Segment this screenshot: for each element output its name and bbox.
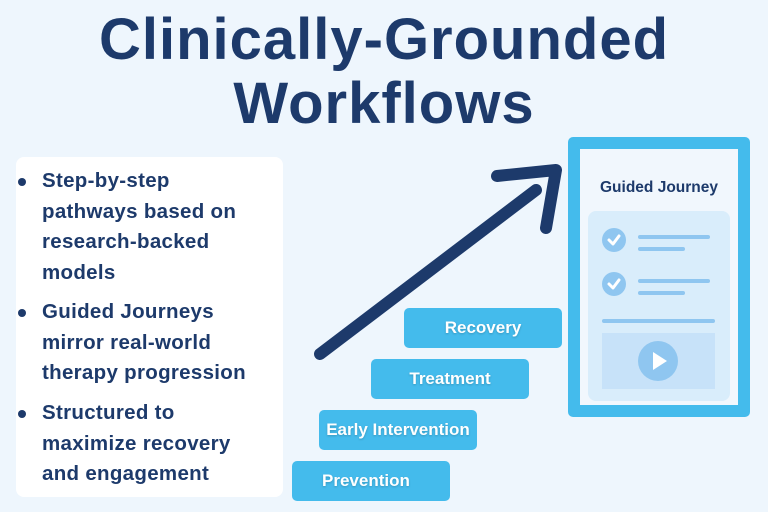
placeholder-line [638,279,710,283]
play-icon[interactable] [638,341,678,381]
bullet-line: Step-by-step [42,169,170,192]
bullet-panel [16,157,283,497]
bullet-line: Guided Journeys [42,300,214,323]
bullet-line: and engagement [42,462,210,485]
bullet-line: mirror real-world [42,330,212,354]
page-title-line-2: Workflows [233,71,535,136]
bullet-dot-icon [18,309,26,317]
bullet-line: therapy progression [42,361,246,384]
bullet-line: maximize recovery [42,431,231,455]
page-title-line-1: Clinically-Grounded [98,7,670,72]
bullet-dot-icon [18,410,26,418]
bullet-dot-icon [18,178,26,186]
bullet-item: Step-by-step pathways based on research-… [18,166,237,288]
bullet-line: pathways based on [42,199,237,223]
video-thumbnail[interactable] [602,333,715,389]
phone-title: Guided Journey [600,179,718,196]
step-recovery: Recovery [404,308,562,348]
check-circle-icon [602,228,626,252]
bullet-line: Structured to [42,401,175,424]
guided-journey-phone: Guided Journey [568,137,750,417]
check-circle-icon [602,272,626,296]
journey-card [588,211,730,401]
step-treatment: Treatment [371,359,529,399]
bullet-item: Structured to maximize recovery and enga… [18,398,231,490]
step-prevention: Prevention [292,461,450,501]
step-early-intervention: Early Intervention [319,410,477,450]
placeholder-line [638,247,685,251]
placeholder-line [638,235,710,239]
bullet-item: Guided Journeys mirror real-world therap… [18,297,246,389]
bullet-line: models [42,260,116,284]
bullet-line: research-backed [42,230,210,253]
placeholder-line [638,291,685,295]
divider-line [602,319,715,323]
